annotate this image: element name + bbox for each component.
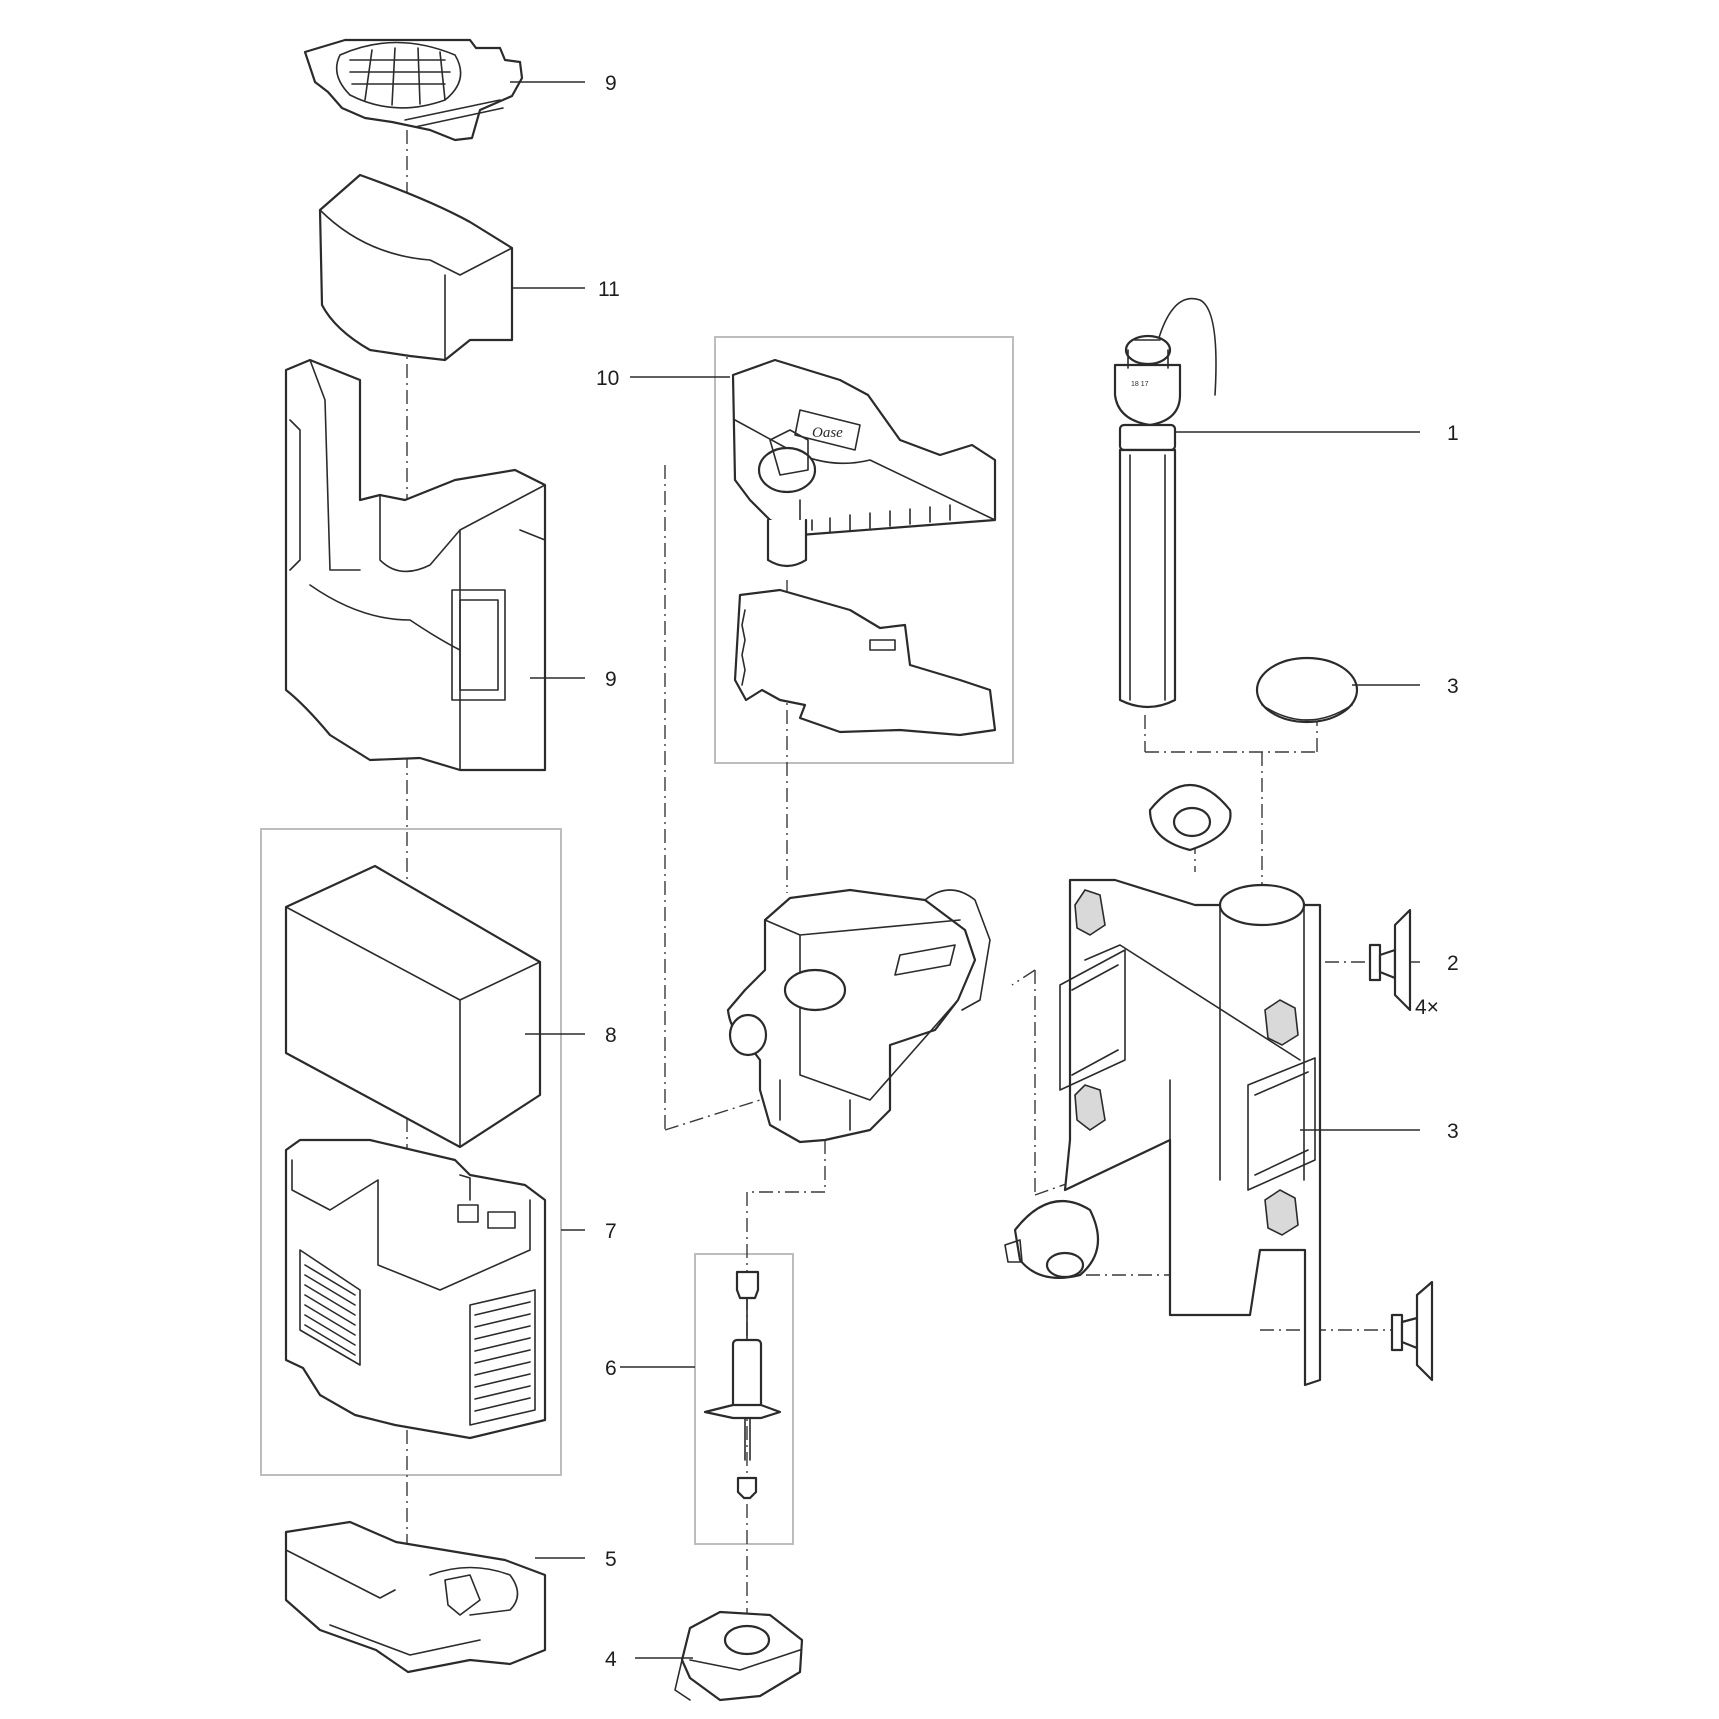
pump-housing xyxy=(726,888,991,1144)
suction-cup-upper xyxy=(1148,784,1232,852)
callout-7-basket: 7 xyxy=(605,1220,617,1243)
callout-9-filter-housing: 9 xyxy=(605,668,617,691)
callout-9-top-cover: 9 xyxy=(605,72,617,95)
cover-gasket xyxy=(733,588,997,737)
part-5-bottom-tray xyxy=(284,1520,547,1674)
filter-frame xyxy=(1059,878,1322,1387)
part-4-pump-cap xyxy=(674,1610,804,1702)
callout-8-cartridge: 8 xyxy=(605,1024,617,1047)
part-9-top-cover xyxy=(303,38,524,142)
part-9-filter-housing xyxy=(284,358,547,772)
callout-4-pump-cap: 4 xyxy=(605,1648,617,1671)
part-6-impeller xyxy=(703,1270,782,1500)
callout-quantity-4x: 4× xyxy=(1415,996,1439,1019)
group-box-filter-basket xyxy=(260,828,562,1476)
callout-labels: 9 11 10 1 9 3 2 4× 8 3 7 6 5 4 xyxy=(596,72,1459,1671)
callout-2-suction-cup: 2 xyxy=(1447,952,1459,975)
leader-lines xyxy=(510,81,1420,1659)
part-8-filter-cartridge xyxy=(284,864,542,1149)
callout-10-pump-cover: 10 xyxy=(596,367,619,390)
part-7-filter-basket xyxy=(284,1138,547,1440)
brand-logo: Oase xyxy=(812,425,843,441)
part-10-pump-cover: Oase xyxy=(731,358,997,568)
group-box-impeller xyxy=(694,1253,794,1545)
callout-1-heater: 1 xyxy=(1447,422,1459,445)
callout-3-frame: 3 xyxy=(1447,1120,1459,1143)
part-1-heater: 18 17 xyxy=(1113,297,1217,709)
part-2-suction-cup xyxy=(1368,908,1412,1012)
callout-5-bottom-tray: 5 xyxy=(605,1548,617,1571)
callout-11-sponge: 11 xyxy=(598,278,620,301)
suction-cup-lower xyxy=(1004,1200,1100,1279)
group-box-pump-cover xyxy=(714,336,1014,764)
callout-3-plug: 3 xyxy=(1447,675,1459,698)
part-11-sponge xyxy=(318,173,514,362)
part-3-plug xyxy=(1255,656,1359,724)
callout-6-impeller: 6 xyxy=(605,1357,617,1380)
heater-temperature-scale: 18 17 xyxy=(1131,381,1149,388)
part-2-suction-cup-lower xyxy=(1390,1280,1434,1382)
